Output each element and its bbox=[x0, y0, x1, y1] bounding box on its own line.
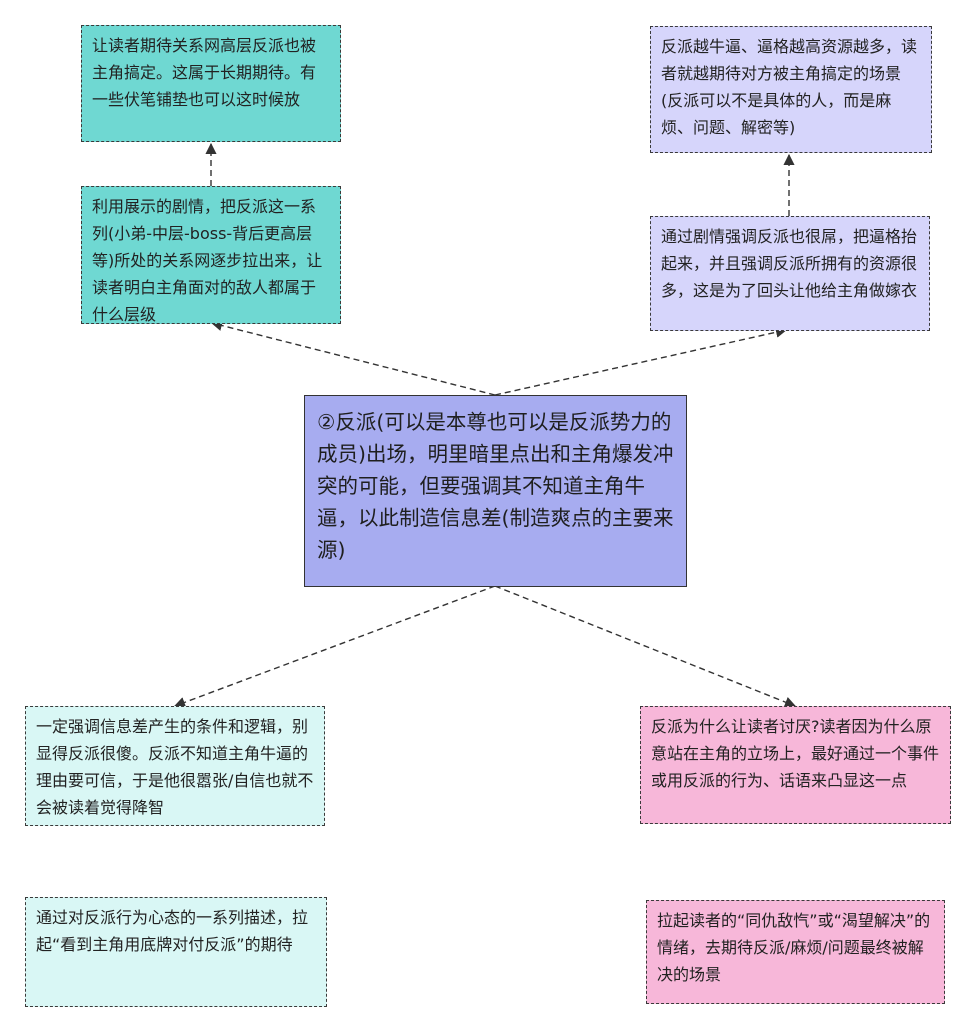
node-top-right-upper-text: 反派越牛逼、逼格越高资源越多，读者就越期待对方被主角搞定的场景(反派可以不是具体… bbox=[661, 37, 918, 137]
node-top-right-lower-text: 通过剧情强调反派也很屌，把逼格抬起来，并且强调反派所拥有的资源很多，这是为了回头… bbox=[661, 227, 918, 300]
edge-center-to-bottom-left bbox=[173, 585, 496, 708]
node-top-right-upper[interactable]: 反派越牛逼、逼格越高资源越多，读者就越期待对方被主角搞定的场景(反派可以不是具体… bbox=[650, 26, 932, 153]
node-top-left-upper[interactable]: 让读者期待关系网高层反派也被主角搞定。这属于长期期待。有一些伏笔铺垫也可以这时候… bbox=[81, 25, 341, 142]
node-bottom-right-upper[interactable]: 反派为什么让读者讨厌?读者因为什么原意站在主角的立场上，最好通过一个事件或用反派… bbox=[640, 706, 951, 824]
node-top-left-lower[interactable]: 利用展示的剧情，把反派这一系列(小弟-中层-boss-背后更高层等)所处的关系网… bbox=[81, 186, 341, 324]
node-center[interactable]: ②反派(可以是本尊也可以是反派势力的成员)出场，明里暗里点出和主角爆发冲突的可能… bbox=[304, 395, 687, 587]
node-top-right-lower[interactable]: 通过剧情强调反派也很屌，把逼格抬起来，并且强调反派所拥有的资源很多，这是为了回头… bbox=[650, 216, 930, 331]
node-bottom-right-lower-text: 拉起读者的“同仇敌忾”或“渴望解决”的情绪，去期待反派/麻烦/问题最终被解决的场… bbox=[657, 911, 931, 984]
node-bottom-left-lower-text: 通过对反派行为心态的一系列描述，拉起“看到主角用底牌对付反派”的期待 bbox=[36, 908, 309, 954]
node-bottom-left-lower[interactable]: 通过对反派行为心态的一系列描述，拉起“看到主角用底牌对付反派”的期待 bbox=[25, 897, 327, 1007]
edge-center-to-bottom-right bbox=[494, 585, 797, 708]
node-bottom-right-upper-text: 反派为什么让读者讨厌?读者因为什么原意站在主角的立场上，最好通过一个事件或用反派… bbox=[651, 717, 940, 790]
node-top-left-upper-text: 让读者期待关系网高层反派也被主角搞定。这属于长期期待。有一些伏笔铺垫也可以这时候… bbox=[92, 36, 317, 109]
node-center-text: ②反派(可以是本尊也可以是反派势力的成员)出场，明里暗里点出和主角爆发冲突的可能… bbox=[317, 410, 674, 562]
edge-center-to-top-right bbox=[494, 326, 788, 396]
edge-center-to-top-left bbox=[210, 320, 496, 396]
node-bottom-right-lower[interactable]: 拉起读者的“同仇敌忾”或“渴望解决”的情绪，去期待反派/麻烦/问题最终被解决的场… bbox=[646, 900, 945, 1004]
node-top-left-lower-text: 利用展示的剧情，把反派这一系列(小弟-中层-boss-背后更高层等)所处的关系网… bbox=[92, 197, 323, 324]
node-bottom-left-upper-text: 一定强调信息差产生的条件和逻辑，别显得反派很傻。反派不知道主角牛逼的理由要可信，… bbox=[36, 717, 314, 817]
node-bottom-left-upper[interactable]: 一定强调信息差产生的条件和逻辑，别显得反派很傻。反派不知道主角牛逼的理由要可信，… bbox=[25, 706, 325, 826]
